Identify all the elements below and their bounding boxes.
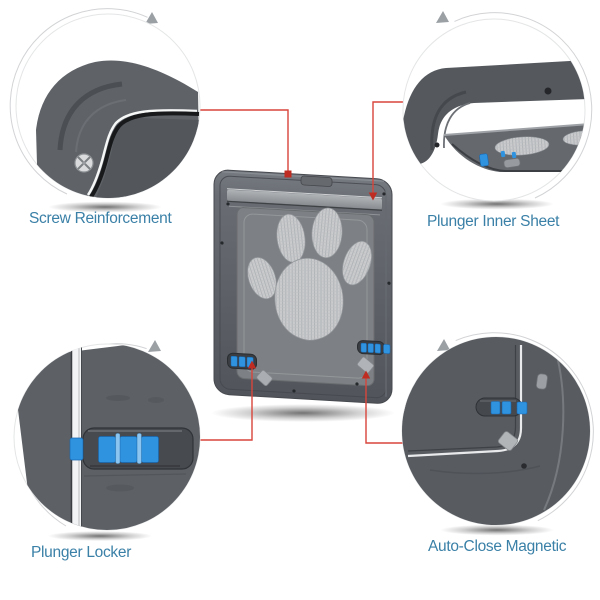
latch-clip (503, 157, 521, 169)
callout-circle-plunger-inner-sheet (402, 11, 593, 202)
plunger-blue-cells (230, 355, 254, 368)
detail (148, 397, 164, 403)
inner-sheet-rail (227, 189, 382, 210)
paw-pad (274, 257, 344, 341)
detail (57, 81, 123, 151)
plunger-ridge (137, 433, 142, 464)
leader-line-plunger-inner-sheet (372, 101, 404, 193)
callout-label-plunger-inner-sheet: Plunger Inner Sheet (427, 213, 560, 230)
zoom-arrow-icon (148, 340, 161, 352)
detail (430, 90, 467, 151)
zoom-arrow-icon (436, 11, 449, 23)
pet-door (213, 169, 393, 404)
callout-circle-plunger-locker (13, 340, 201, 531)
detail (429, 465, 541, 475)
detail (83, 473, 187, 477)
detail (106, 484, 134, 492)
leader-arrow-up (361, 370, 371, 379)
magnet-corner-tab (498, 431, 518, 451)
plunger-blue-cells (69, 436, 159, 463)
screen-inner-line (243, 213, 368, 379)
paw-toe (311, 207, 343, 259)
detail (75, 99, 127, 153)
plunger-blue-cells (490, 401, 528, 415)
zoom-arrow-icon (437, 339, 450, 351)
plunger-blue-parts (479, 150, 517, 167)
detail (521, 463, 527, 469)
paw-toe (247, 257, 277, 300)
frame-gap (72, 344, 81, 530)
frame-top-corner (403, 60, 585, 165)
zoom-arc (455, 332, 594, 522)
detail (434, 142, 440, 148)
detail (443, 102, 471, 149)
circle-shadow (48, 531, 152, 541)
leader-arrow-up (247, 360, 257, 369)
detail (543, 351, 565, 511)
detail (86, 109, 198, 196)
magnet-corner-tab (357, 356, 374, 374)
detail (544, 87, 552, 95)
circle-shadow (48, 201, 162, 213)
callout-label-plunger-locker: Plunger Locker (31, 544, 132, 561)
left-plunger (227, 352, 257, 370)
leader-line-plunger-locker (200, 368, 253, 441)
detail (227, 188, 382, 199)
top-handle-recess (300, 175, 333, 187)
latch-clip (536, 373, 548, 390)
plunger-ridge (115, 433, 121, 464)
circle-shadow (440, 524, 554, 536)
plunger-blue-cells (360, 342, 391, 354)
leader-square-marker (284, 170, 292, 178)
groove (89, 111, 200, 198)
paw-print (247, 207, 372, 341)
leader-lines (199, 101, 404, 444)
callout-label-auto-close-magnetic: Auto-Close Magnetic (428, 538, 567, 555)
detail (227, 200, 382, 211)
screw-icon (74, 153, 94, 173)
magnet-corner-tab (256, 369, 273, 386)
circle-shadow (440, 198, 554, 210)
screw-holes (220, 192, 391, 393)
callout-label-screw-reinforcement: Screw Reinforcement (29, 210, 172, 227)
detail (106, 395, 130, 401)
paw-toe (342, 240, 372, 286)
right-plunger (357, 340, 391, 356)
zoom-arc (9, 8, 148, 195)
leader-line-auto-close-magnetic (365, 378, 403, 444)
detail (443, 123, 585, 136)
zoom-arc (454, 12, 593, 199)
plunger-locker-detail (14, 344, 200, 530)
leader-arrow-down (368, 192, 378, 201)
door-shadow (211, 404, 395, 422)
mesh-opening (494, 136, 550, 156)
leader-line-screw-reinforcement (199, 109, 289, 171)
zoom-arrow-icon (145, 12, 158, 24)
